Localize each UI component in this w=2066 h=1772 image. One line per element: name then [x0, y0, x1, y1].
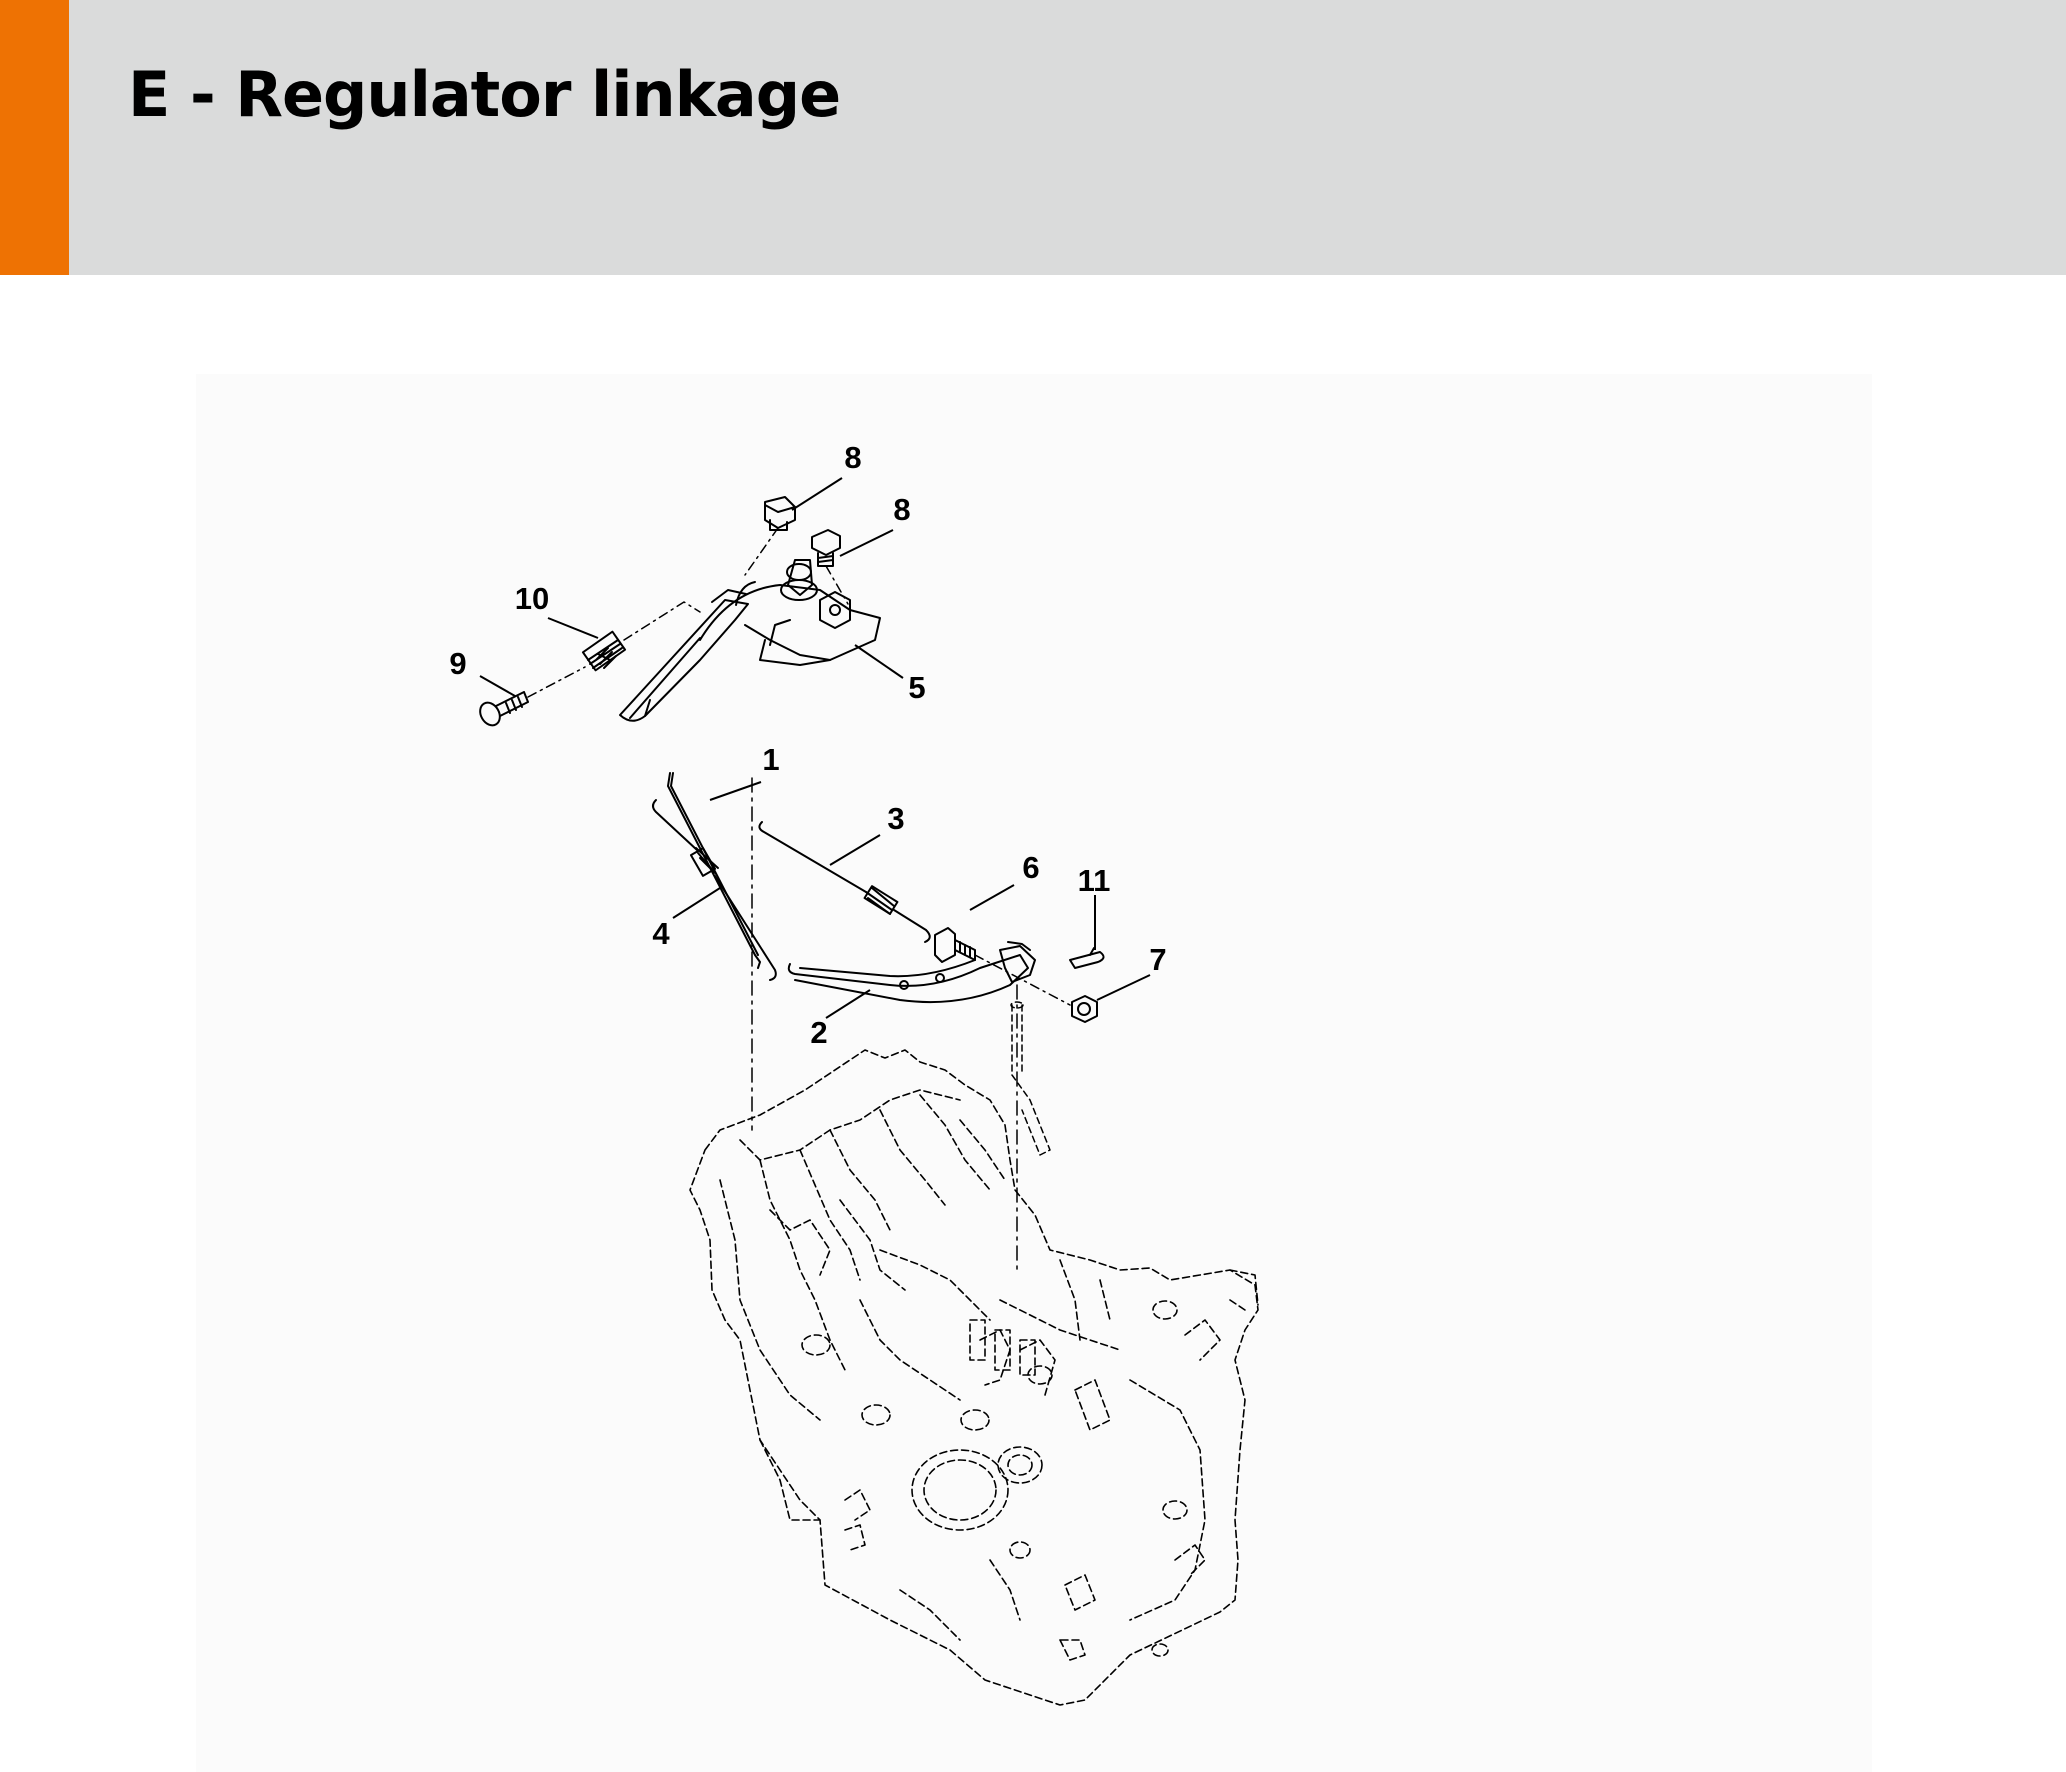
part-5-regulator-bracket	[619, 559, 881, 722]
callout-2: 2	[810, 1015, 827, 1050]
part-8-bolt-upper	[764, 496, 796, 531]
page-title: E - Regulator linkage	[128, 58, 841, 131]
part-2-regulator-lever	[787, 941, 1036, 1004]
part-8-bolt-lower	[811, 529, 841, 567]
callout-8-upper: 8	[844, 440, 861, 475]
callout-6: 6	[1022, 850, 1039, 885]
part-6-bolt	[934, 927, 976, 963]
callout-8-lower: 8	[893, 492, 910, 527]
callout-9: 9	[449, 646, 466, 681]
accent-bar	[0, 0, 69, 275]
callout-5: 5	[908, 670, 925, 705]
callout-10: 10	[515, 581, 549, 616]
governor-shaft	[1010, 1001, 1051, 1156]
engine-crankcase	[689, 1049, 1259, 1706]
callout-4: 4	[652, 916, 670, 951]
part-3-rod	[758, 821, 931, 943]
callout-11: 11	[1078, 863, 1111, 898]
part-7-nut	[1071, 995, 1098, 1023]
part-11-clip	[1069, 947, 1105, 969]
leader-lines	[479, 477, 1151, 1019]
callout-7: 7	[1149, 942, 1166, 977]
diagram-panel	[196, 374, 1872, 1772]
callout-1: 1	[762, 742, 779, 777]
header-band	[0, 0, 2066, 275]
part-4-spring-rod	[652, 799, 777, 981]
callout-labels: 8 8 10 9 5 1 3 6 11 4 7 2	[449, 440, 1166, 1050]
part-10-spring	[581, 630, 627, 672]
part-9-screw	[479, 691, 529, 727]
callout-3: 3	[887, 801, 904, 836]
